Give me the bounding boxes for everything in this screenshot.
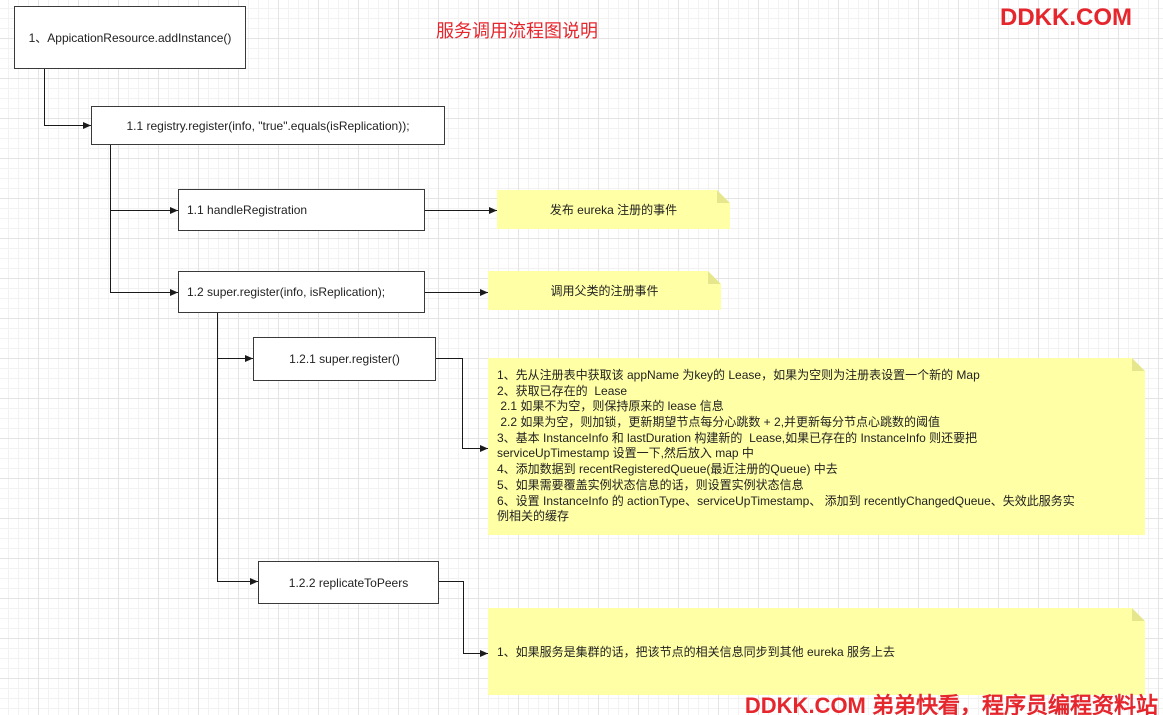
note-register-steps-line: serviceUpTimestamp 设置一下,然后放入 map 中 bbox=[497, 446, 754, 461]
node-handle-registration: 1.1 handleRegistration bbox=[178, 189, 425, 231]
watermark-top: DDKK.COM bbox=[1000, 4, 1132, 31]
connector-super-register-to-replicate-to-peers bbox=[217, 313, 258, 585]
note-call-parent-text: 调用父类的注册事件 bbox=[550, 284, 659, 298]
node-super-register-inner-label: 1.2.1 super.register() bbox=[289, 352, 400, 366]
watermark-bottom: DDKK.COM 弟弟快看，程序员编程资料站 bbox=[744, 693, 1158, 715]
node-super-register-label: 1.2 super.register(info, isReplication); bbox=[187, 285, 386, 299]
node-super-register: 1.2 super.register(info, isReplication); bbox=[178, 271, 425, 313]
note-register-steps-line: 例相关的缓存 bbox=[497, 509, 570, 524]
page-title: 服务调用流程图说明 bbox=[436, 21, 598, 41]
note-register-steps-line: 2、获取已存在的 Lease bbox=[497, 383, 628, 398]
note-register-steps: 1、先从注册表中获取该 appName 为key的 Lease，如果为空则为注册… bbox=[488, 358, 1145, 535]
node-add-instance: 1、AppicationResource.addInstance() bbox=[14, 6, 246, 69]
node-registry-register-label: 1.1 registry.register(info, "true".equal… bbox=[126, 118, 410, 133]
node-replicate-to-peers-label: 1.2.2 replicateToPeers bbox=[288, 575, 409, 590]
connector-registry-register-to-super-register bbox=[110, 145, 178, 296]
note-register-steps-line: 2.1 如果不为空，则保持原来的 lease 信息 bbox=[497, 399, 724, 414]
note-register-steps-line: 1、先从注册表中获取该 appName 为key的 Lease，如果为空则为注册… bbox=[497, 368, 980, 382]
note-replicate: 1、如果服务是集群的话，把该节点的相关信息同步到其他 eureka 服务上去 bbox=[488, 608, 1145, 695]
note-publish-event: 发布 eureka 注册的事件 bbox=[497, 190, 730, 229]
note-call-parent: 调用父类的注册事件 bbox=[488, 271, 721, 310]
note-register-steps-line: 2.2 如果为空，则加锁，更新期望节点每分心跳数 + 2,并更新每分节点心跳数的… bbox=[497, 415, 941, 430]
node-handle-registration-label: 1.1 handleRegistration bbox=[187, 203, 308, 217]
connector-add-instance-to-registry-register bbox=[44, 69, 91, 129]
connector-inner-register-to-steps-note bbox=[436, 358, 488, 452]
connector-replicate-to-peers-to-note bbox=[439, 581, 488, 657]
node-registry-register: 1.1 registry.register(info, "true".equal… bbox=[91, 106, 445, 145]
note-replicate-text: 1、如果服务是集群的话，把该节点的相关信息同步到其他 eureka 服务上去 bbox=[497, 645, 896, 659]
note-register-steps-line: 3、基本 InstanceInfo 和 lastDuration 构建新的 Le… bbox=[497, 430, 978, 445]
note-register-steps-line: 5、如果需要覆盖实例状态信息的话，则设置实例状态信息 bbox=[497, 477, 804, 492]
note-register-steps-line: 6、设置 InstanceInfo 的 actionType、serviceUp… bbox=[497, 493, 1075, 508]
note-publish-event-text: 发布 eureka 注册的事件 bbox=[549, 203, 678, 217]
node-super-register-inner: 1.2.1 super.register() bbox=[253, 337, 436, 381]
note-register-steps-line: 4、添加数据到 recentRegisteredQueue(最近注册的Queue… bbox=[497, 462, 838, 477]
node-replicate-to-peers: 1.2.2 replicateToPeers bbox=[258, 561, 439, 604]
node-add-instance-label: 1、AppicationResource.addInstance() bbox=[28, 31, 232, 45]
